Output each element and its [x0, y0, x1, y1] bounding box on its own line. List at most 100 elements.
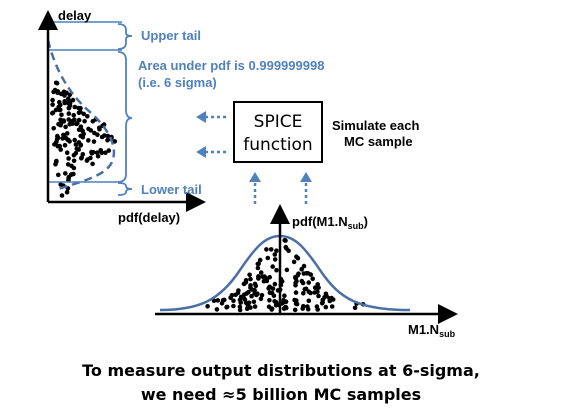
- left-sample-dot: [88, 128, 94, 133]
- spice-function-box: SPICE function: [233, 101, 323, 163]
- bottom-sample-dot: [259, 292, 265, 298]
- left-sample-dot: [97, 126, 102, 132]
- bottom-sample-dot: [323, 304, 329, 310]
- left-sample-dot: [71, 112, 76, 118]
- left-sample-dot: [65, 131, 70, 136]
- bottom-sample-dot: [291, 259, 297, 265]
- bottom-sample-dot: [256, 276, 261, 281]
- left-sample-dot: [80, 134, 86, 140]
- left-pdf-curve: [46, 39, 116, 192]
- left-sample-dot: [71, 165, 77, 171]
- left-sample-dot: [70, 97, 76, 103]
- left-sample-dot: [78, 143, 83, 148]
- left-sample-dot: [98, 148, 103, 153]
- left-sample-dot: [54, 139, 59, 145]
- bottom-sample-dot: [245, 304, 251, 310]
- bottom-sample-dot: [310, 276, 316, 282]
- left-sample-dot: [51, 126, 56, 131]
- left-sample-dot: [71, 152, 77, 158]
- bottom-sample-dot: [301, 263, 307, 269]
- bottom-sample-dot: [242, 281, 247, 287]
- left-sample-dot: [72, 117, 77, 123]
- left-sample-dot: [64, 189, 70, 195]
- bottom-sample-dot: [284, 246, 289, 251]
- left-sample-dot: [81, 111, 86, 117]
- left-sample-dot: [66, 101, 71, 106]
- left-y-axis-label: delay: [58, 8, 92, 23]
- caption-line1: To measure output distributions at 6-sig…: [82, 361, 480, 380]
- bottom-sample-dot: [303, 286, 309, 292]
- left-sample-dot: [94, 150, 100, 155]
- left-sample-dot: [79, 127, 84, 133]
- bottom-sample-dot: [267, 284, 273, 290]
- bottom-sample-dot: [264, 247, 269, 252]
- bottom-sample-dot: [224, 304, 230, 310]
- lower-tail-label: Lower tail: [141, 182, 202, 197]
- bottom-sample-dot: [231, 303, 236, 309]
- bottom-sample-dot: [283, 304, 289, 310]
- bottom-sample-dot: [249, 293, 254, 299]
- left-sample-dot: [65, 162, 71, 167]
- bottom-sample-dot: [292, 297, 297, 303]
- output-arrows: [196, 111, 226, 158]
- left-x-axis-label: pdf(delay): [118, 210, 180, 225]
- bottom-sample-dot: [231, 298, 236, 304]
- left-sample-dot: [66, 156, 71, 161]
- bottom-sample-dot: [330, 297, 336, 302]
- left-plot: delay pdf(delay) Upper tail Area under p…: [38, 8, 324, 225]
- left-sample-dot: [55, 143, 61, 149]
- left-sample-dot: [106, 148, 112, 153]
- bottom-sample-dot: [255, 261, 261, 267]
- lower-tail-brace: [117, 182, 133, 196]
- left-sample-dot: [57, 99, 62, 105]
- left-sample-dot: [73, 142, 79, 147]
- left-sample-dot: [66, 176, 71, 181]
- left-sample-dot: [66, 105, 72, 111]
- left-sample-dot: [76, 105, 81, 111]
- bottom-sample-dot: [316, 293, 321, 299]
- bottom-sample-dot: [294, 254, 299, 259]
- bottom-sample-dot: [306, 298, 312, 304]
- bottom-sample-dot: [312, 285, 318, 291]
- input-arrows: [249, 172, 312, 204]
- bottom-sample-dot: [251, 299, 257, 305]
- left-sample-dot: [61, 89, 67, 95]
- bottom-sample-dot: [272, 281, 278, 287]
- bottom-sample-dot: [255, 265, 261, 271]
- spice-box-line1: SPICE: [254, 112, 303, 132]
- bottom-sample-dot: [352, 305, 358, 311]
- left-sample-dot: [84, 158, 90, 163]
- left-sample-dot: [52, 87, 58, 93]
- bottom-sample-dot: [300, 280, 306, 286]
- bottom-sample-dot: [274, 267, 279, 273]
- left-sample-dot: [67, 92, 73, 98]
- left-sample-dot: [59, 112, 64, 118]
- left-sample-dot: [63, 124, 68, 130]
- simulate-note-line1: Simulate each: [332, 118, 419, 133]
- bottom-sample-dot: [246, 289, 251, 295]
- left-sample-dot: [55, 133, 60, 139]
- bottom-sample-dot: [296, 271, 301, 277]
- spice-box-line2: function: [243, 135, 312, 155]
- left-sample-dot: [71, 171, 76, 177]
- bottom-sample-dot: [305, 271, 311, 276]
- left-sample-dot: [82, 119, 87, 124]
- left-sample-dot: [74, 121, 79, 127]
- bottom-sample-dot: [293, 301, 299, 307]
- bottom-sample-dot: [242, 296, 247, 302]
- bottom-sample-dot: [272, 257, 278, 262]
- left-sample-dot: [66, 96, 71, 102]
- left-sample-dot: [66, 137, 71, 143]
- bottom-sample-dot: [299, 267, 305, 272]
- left-sample-dot: [72, 104, 78, 110]
- left-sample-dot: [50, 110, 56, 115]
- bottom-sample-dot: [266, 304, 272, 310]
- left-sample-dot: [91, 139, 97, 144]
- left-sample-dot: [50, 102, 55, 107]
- upper-tail-label: Upper tail: [141, 28, 201, 43]
- bottom-sample-dot: [254, 292, 259, 298]
- upper-tail-brace: [117, 23, 133, 50]
- bottom-sample-dot: [283, 299, 289, 305]
- bottom-sample-dot: [283, 238, 288, 243]
